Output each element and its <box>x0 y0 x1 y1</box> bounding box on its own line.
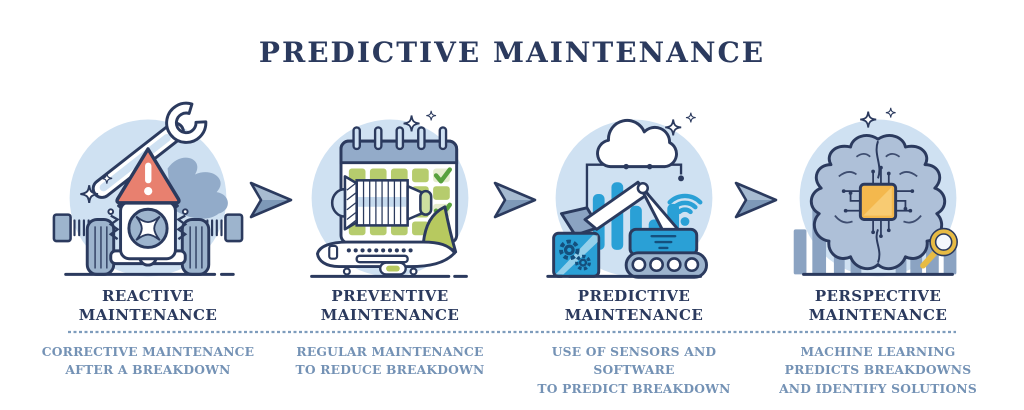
wrench-icon <box>91 101 208 199</box>
predictive-illustration <box>546 112 713 279</box>
jet-engine-icon <box>330 175 433 231</box>
right-arrow-icon <box>734 181 778 219</box>
gear-icon <box>559 239 591 271</box>
stage-heading: PREVENTIVE MAINTENANCE <box>320 287 460 324</box>
sparkles-icon <box>80 172 113 203</box>
right-arrow-icon <box>249 181 293 219</box>
sparkles-icon <box>860 107 896 128</box>
gear-panel-icon <box>552 231 601 278</box>
stage-description: USE OF SENSORS AND SOFTWARE TO PREDICT B… <box>537 344 731 396</box>
stage-heading: REACTIVE MAINTENANCE <box>78 287 218 324</box>
stage-predictive-maintenance: PREDICTIVE MAINTENANCE USE OF SENSORS AN… <box>512 0 756 410</box>
excavator-machine-icon <box>560 180 708 279</box>
microchip-icon <box>841 165 915 239</box>
magnifier-icon <box>920 227 958 269</box>
stage-heading: PERSPECTIVE MAINTENANCE <box>808 287 948 324</box>
smoke-cloud-icon <box>167 157 228 219</box>
stage-description: REGULAR MAINTENANCE TO REDUCE BREAKDOWN <box>295 344 485 378</box>
wifi-icon <box>667 193 703 226</box>
stage-description: MACHINE LEARNING PREDICTS BREAKDOWNS AND… <box>779 344 977 396</box>
stage-description: CORRECTIVE MAINTENANCE AFTER A BREAKDOWN <box>41 344 255 378</box>
perspective-illustration <box>793 107 958 277</box>
cloud-connection-icon <box>584 118 684 215</box>
stage-preventive-maintenance: PREVENTIVE MAINTENANCE REGULAR MAINTENAN… <box>268 0 512 410</box>
warning-triangle-icon <box>115 147 181 205</box>
stage-reactive-maintenance: REACTIVE MAINTENANCE CORRECTIVE MAINTENA… <box>26 0 270 410</box>
page-title: PREDICTIVE MAINTENANCE <box>258 36 766 69</box>
airplane-icon <box>316 205 458 276</box>
dashed-divider <box>68 330 956 334</box>
stage-perspective-maintenance: PERSPECTIVE MAINTENANCE MACHINE LEARNING… <box>756 0 1000 410</box>
preventive-illustration <box>310 110 469 278</box>
stage-heading: PREDICTIVE MAINTENANCE <box>564 287 704 324</box>
reactive-illustration <box>52 101 244 277</box>
sparkles-icon <box>665 112 696 136</box>
right-arrow-icon <box>493 181 537 219</box>
sparkles-icon <box>403 110 437 132</box>
